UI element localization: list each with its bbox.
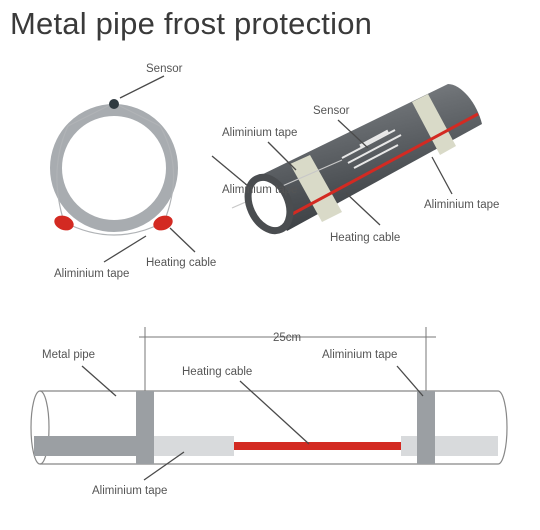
leader-3d-sensor <box>337 119 369 149</box>
label-3d-heating-cable: Heating cable <box>330 232 400 244</box>
page-title: Metal pipe frost protection <box>10 6 373 41</box>
label-spacing: 25cm <box>273 332 301 344</box>
leader-heating-cable <box>169 227 196 253</box>
tape-strip-left <box>34 436 146 456</box>
heating-cable-3d <box>269 112 479 228</box>
leader-3d-tape-right <box>431 156 453 195</box>
pipe-3d: Sensor Aliminium tape Aliminium tape Ali… <box>211 83 499 244</box>
leader-side-heating-cable <box>239 380 310 445</box>
label-3d-sensor: Sensor <box>313 105 350 117</box>
tape-band-left <box>290 155 342 222</box>
tape-band-side-left <box>136 391 154 464</box>
label-3d-tape-top: Aliminium tape <box>222 127 297 139</box>
pipe-ring <box>50 104 178 232</box>
tape-band-side-right <box>417 391 435 464</box>
leader-aluminium-tape <box>103 235 147 263</box>
pipe-left-end <box>30 390 50 465</box>
label-3d-tape-middle: Aliminium tape <box>222 184 297 196</box>
sensor-dot <box>109 99 119 109</box>
cable-tie-bottom <box>63 221 165 236</box>
pipe-right-end <box>497 390 508 465</box>
leader-3d-heating-cable <box>345 192 381 226</box>
tape-band-right <box>412 94 456 155</box>
label-metal-pipe: Metal pipe <box>42 349 95 361</box>
leader-3d-tape-top <box>267 141 297 171</box>
leader-3d-tape-middle <box>211 155 249 187</box>
leader-metal-pipe <box>81 365 117 397</box>
label-sensor: Sensor <box>146 63 183 75</box>
label-aluminium-tape: Aliminium tape <box>54 268 129 280</box>
cable-tie-left <box>67 102 115 127</box>
label-side-heating-cable: Heating cable <box>182 366 252 378</box>
tape-strip-left-light <box>146 436 234 456</box>
leader-side-tape-bottom <box>143 451 185 481</box>
label-3d-tape-right: Aliminium tape <box>424 199 499 211</box>
label-side-tape-top: Aliminium tape <box>322 349 397 361</box>
heating-cable-section-left <box>54 215 74 231</box>
side-view: 25cm Metal pipe Aliminium tape Heating c… <box>30 327 508 497</box>
cable-tie-right-lower <box>159 125 175 223</box>
heating-cable-section-right <box>153 215 173 231</box>
pipe-open-end <box>244 173 294 235</box>
label-side-tape-bottom: Aliminium tape <box>92 485 167 497</box>
tape-strip-right-light <box>401 436 498 456</box>
cable-tie-left-lower <box>56 125 69 223</box>
label-heating-cable: Heating cable <box>146 257 216 269</box>
heating-cable-side <box>234 442 401 450</box>
cross-section: Sensor Heating cable Aliminium tape <box>50 63 216 280</box>
cable-tie-right <box>113 102 161 127</box>
leader-sensor <box>119 75 165 99</box>
leader-side-tape-top <box>396 365 424 397</box>
